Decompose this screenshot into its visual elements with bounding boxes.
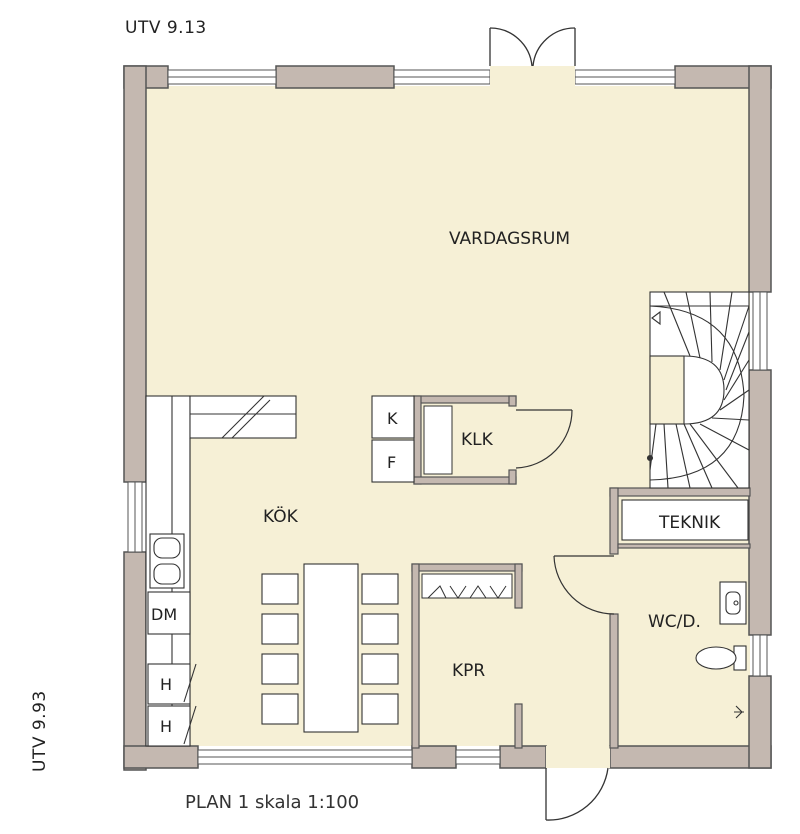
room-label-pantry: KPR — [452, 661, 485, 681]
entrance-door — [545, 746, 610, 821]
dining-set — [261, 563, 399, 733]
room-label-technical: TEKNIK — [658, 513, 721, 533]
closet-shelf — [423, 405, 453, 475]
room-label-kitchen: KÖK — [263, 505, 299, 527]
closet-door — [515, 409, 573, 469]
depth-dimension-label: UTV 9.93 — [30, 690, 50, 772]
cabinet-label-bottom: H — [160, 717, 172, 736]
room-label-living: VARDAGSRUM — [449, 229, 570, 249]
technical-cabinet — [621, 499, 749, 541]
dishwasher-label: DM — [151, 605, 177, 624]
staircase — [646, 291, 750, 489]
windows — [127, 69, 768, 765]
freezer-label: F — [387, 453, 396, 472]
plan-caption: PLAN 1 skala 1:100 — [185, 792, 359, 813]
room-label-closet: KLK — [461, 430, 494, 450]
cabinet-label-top: H — [160, 675, 172, 694]
room-label-wc: WC/D. — [648, 612, 701, 632]
interior-walls — [411, 395, 751, 749]
patio-double-door — [489, 27, 576, 88]
pantry-shelf — [421, 573, 513, 599]
wc-fixtures — [695, 581, 747, 719]
tall-cabinets: H H — [147, 663, 197, 747]
wc-door — [553, 555, 615, 615]
fridge-freezer: K F — [371, 395, 415, 483]
dishwasher: DM — [147, 591, 191, 635]
width-dimension-label: UTV 9.13 — [125, 18, 207, 38]
kitchen-sink — [149, 533, 185, 589]
fridge-label: K — [387, 409, 398, 428]
